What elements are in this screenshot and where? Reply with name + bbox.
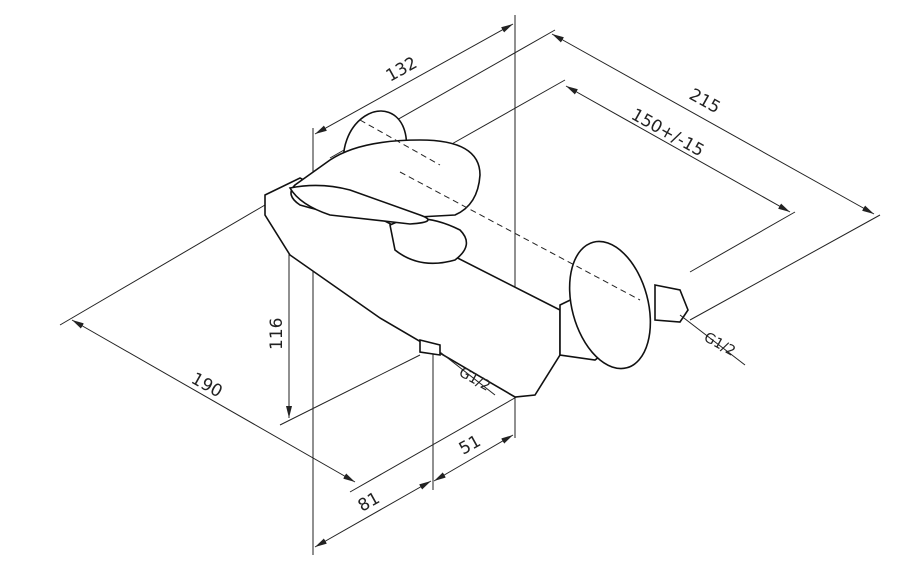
dim-line-190 — [71, 319, 356, 483]
dim-label-51: 51 — [456, 431, 485, 459]
dim-line-150 — [565, 85, 791, 213]
faucet-body — [264, 110, 689, 398]
dim-line-215 — [551, 33, 875, 215]
dim-line-51 — [433, 434, 514, 482]
dim-label-116: 116 — [267, 318, 287, 350]
dim-label-132: 132 — [383, 53, 421, 86]
dim-label-215: 215 — [686, 85, 724, 118]
thread-label-inlet: G1/2 — [701, 330, 738, 360]
dim-line-81 — [314, 480, 432, 548]
dim-line-132 — [314, 23, 514, 135]
dim-label-150: 150+/-15 — [628, 105, 708, 161]
dim-label-81: 81 — [355, 488, 384, 516]
